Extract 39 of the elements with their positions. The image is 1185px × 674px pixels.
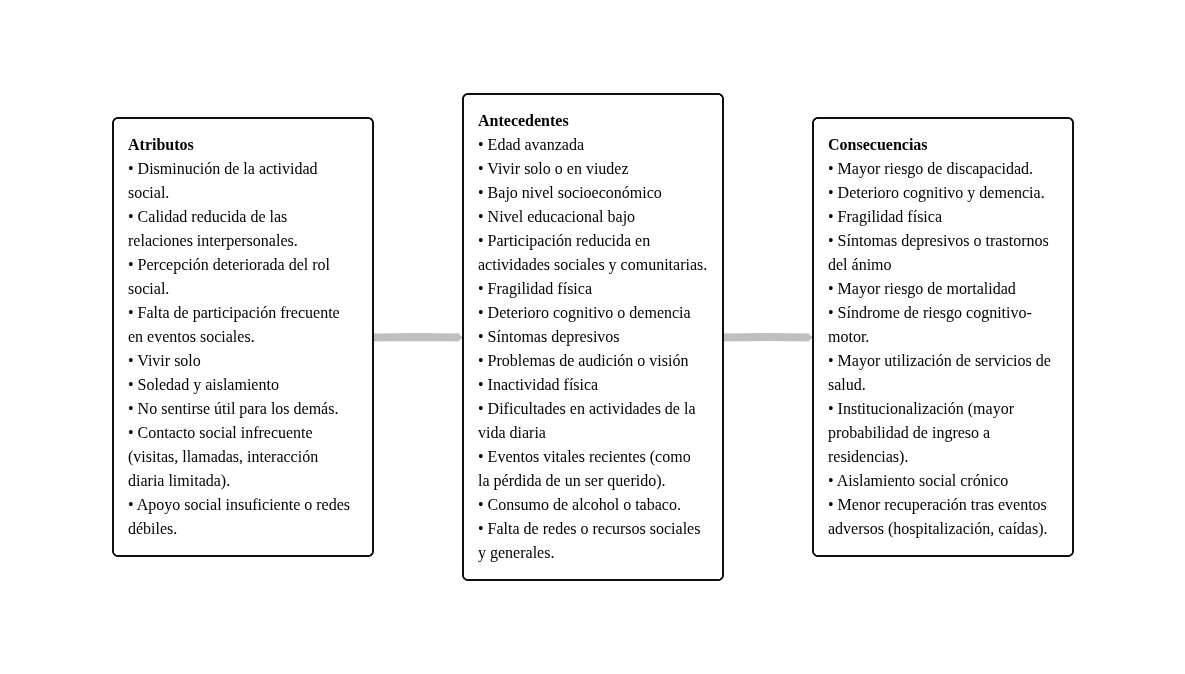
node-label: • Deterioro cognitivo y demencia. xyxy=(827,184,1045,201)
node-label: • Falta de redes o recursos sociales y generales. xyxy=(477,520,700,561)
node-label: • Problemas de audición o visión xyxy=(477,352,688,369)
node-label: • Percepción deteriorada del rol social. xyxy=(127,256,330,297)
node-label: • Fragilidad física xyxy=(477,280,592,297)
list-card: Antecedentes • Edad avanzada • Vivir solo o en viudez • Bajo nivel socioeconómico • Nivel educacional bajo • Participación reducida en actividades sociales y comunitarias. • Fragilidad física • Deterioro cognitivo o demencia • Síntomas depresivos • Problemas de audición o visión • Inactividad física • Dificultades en actividades de la vida diaria • Eventos vitales recientes (como la pérdida de un ser querido). • Consumo de alcohol o tabaco. • Falta de redes o recursos sociales y generales. xyxy=(461,93,724,581)
node-label: • Soledad y aislamiento xyxy=(127,376,279,393)
node-label: • No sentirse útil para los demás. xyxy=(127,400,338,417)
list-card: Consecuencias • Mayor riesgo de discapacidad. • Deterioro cognitivo y demencia. • Fragilidad física • Síntomas depresivos o trastornos del ánimo • Mayor riesgo de mortalidad • Síndrome de riesgo cognitivo-motor. • Mayor utilización de servicios de salud. • Institucionalización (mayor probabilidad de ingreso a residencias). • Aislamiento social crónico • Menor recuperación tras eventos adversos (hospitalización, caídas). xyxy=(811,117,1074,557)
node-label: • Mayor utilización de servicios de salud. xyxy=(827,352,1051,393)
node-label: • Síntomas depresivos xyxy=(477,328,620,345)
node-label: • Síntomas depresivos o trastornos del ánimo xyxy=(827,232,1049,273)
node-label: • Calidad reducida de las relaciones interpersonales. xyxy=(127,208,298,249)
node-label: • Eventos vitales recientes (como la pérdida de un ser querido). xyxy=(477,448,691,489)
node-label: • Vivir solo o en viudez xyxy=(477,160,629,177)
node-label: • Dificultades en actividades de la vida diaria xyxy=(477,400,696,441)
node-label: • Consumo de alcohol o tabaco. xyxy=(477,496,681,513)
node-label: Antecedentes xyxy=(477,112,569,129)
node-label: • Inactividad física xyxy=(477,376,598,393)
node-label: • Síndrome de riesgo cognitivo-motor. xyxy=(827,304,1032,345)
node-label: • Participación reducida en actividades sociales y comunitarias. xyxy=(477,232,707,273)
node-label: • Disminución de la actividad social. xyxy=(127,160,318,201)
node-label: Consecuencias xyxy=(827,136,928,153)
node-label: • Mayor riesgo de discapacidad. xyxy=(827,160,1033,177)
node-label: • Institucionalización (mayor probabilidad de ingreso a residencias). xyxy=(827,400,1014,465)
node-label: • Nivel educacional bajo xyxy=(477,208,635,225)
node-label: • Fragilidad física xyxy=(827,208,942,225)
node-label: • Falta de participación frecuente en eventos sociales. xyxy=(127,304,340,345)
node-label: • Vivir solo xyxy=(127,352,201,369)
node-label: • Bajo nivel socioeconómico xyxy=(477,184,662,201)
node-label: • Edad avanzada xyxy=(477,136,584,153)
node-label: Atributos xyxy=(127,136,194,153)
node-label: • Mayor riesgo de mortalidad xyxy=(827,280,1016,297)
node-label: • Aislamiento social crónico xyxy=(827,472,1008,489)
node-label: • Menor recuperación tras eventos adversos (hospitalización, caídas). xyxy=(827,496,1047,537)
node-label: • Apoyo social insuficiente o redes débiles. xyxy=(127,496,350,537)
node-label: • Contacto social infrecuente (visitas, llamadas, interacción diaria limitada). xyxy=(127,424,318,489)
node-label: • Deterioro cognitivo o demencia xyxy=(477,304,691,321)
list-card: Atributos • Disminución de la actividad social. • Calidad reducida de las relaciones interpersonales. • Percepción deteriorada del rol social. • Falta de participación frecuente en eventos sociales. • Vivir solo • Soledad y aislamiento • No sentirse útil para los demás. • Contacto social infrecuente (visitas, llamadas, interacción diaria limitada). • Apoyo social insuficiente o redes débiles. xyxy=(111,117,374,557)
